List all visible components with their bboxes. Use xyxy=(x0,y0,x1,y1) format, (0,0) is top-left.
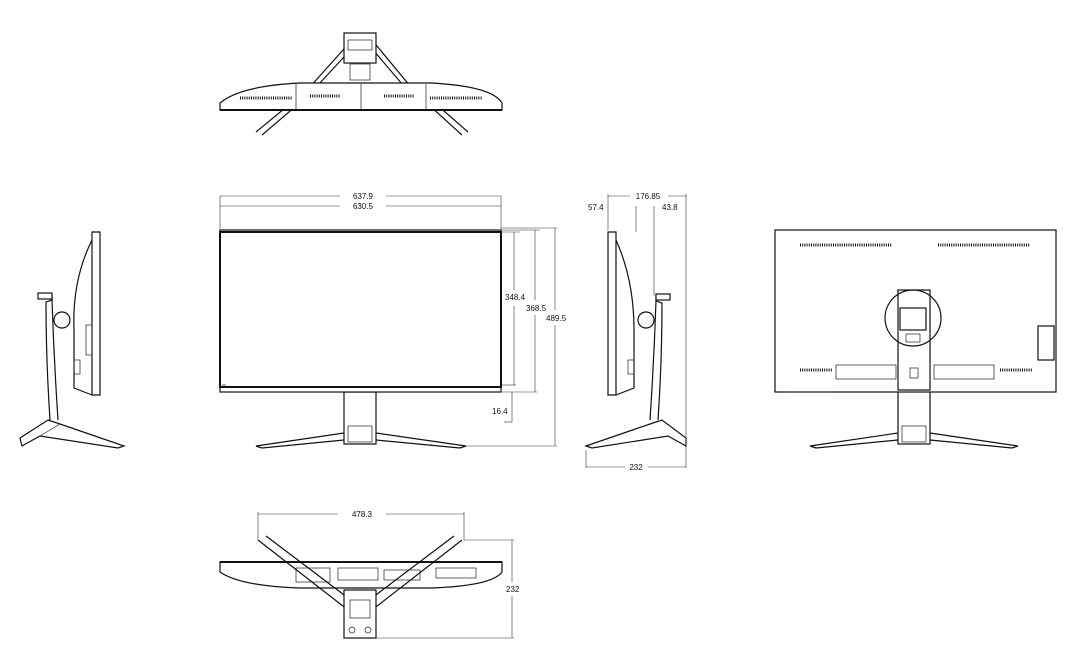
rear-view xyxy=(774,229,1057,449)
dim-side-depth-b: 43.8 xyxy=(662,203,678,212)
bottom-view: 478.3 232 xyxy=(219,510,520,639)
dim-bottom-stand-depth: 232 xyxy=(506,585,520,594)
dim-screen-height: 348.4 xyxy=(505,293,526,302)
dim-side-depth-a: 57.4 xyxy=(588,203,604,212)
dim-front-total-width: 637.9 xyxy=(353,192,374,201)
front-view: 637.9 630.5 348.4 368.5 489.5 16.4 xyxy=(219,192,567,449)
dim-panel-height: 368.5 xyxy=(526,304,547,313)
dim-front-screen-width: 630.5 xyxy=(353,202,374,211)
dim-total-height: 489.5 xyxy=(546,314,567,323)
top-view xyxy=(219,32,503,136)
right-side-view: 176.85 57.4 43.8 232 xyxy=(584,192,687,472)
dim-bottom-stand-width: 478.3 xyxy=(352,510,373,519)
dim-side-total-depth: 176.85 xyxy=(636,192,661,201)
dim-bottom-bezel: 16.4 xyxy=(492,407,508,416)
dim-side-base-depth: 232 xyxy=(629,463,643,472)
left-side-view xyxy=(19,231,126,449)
